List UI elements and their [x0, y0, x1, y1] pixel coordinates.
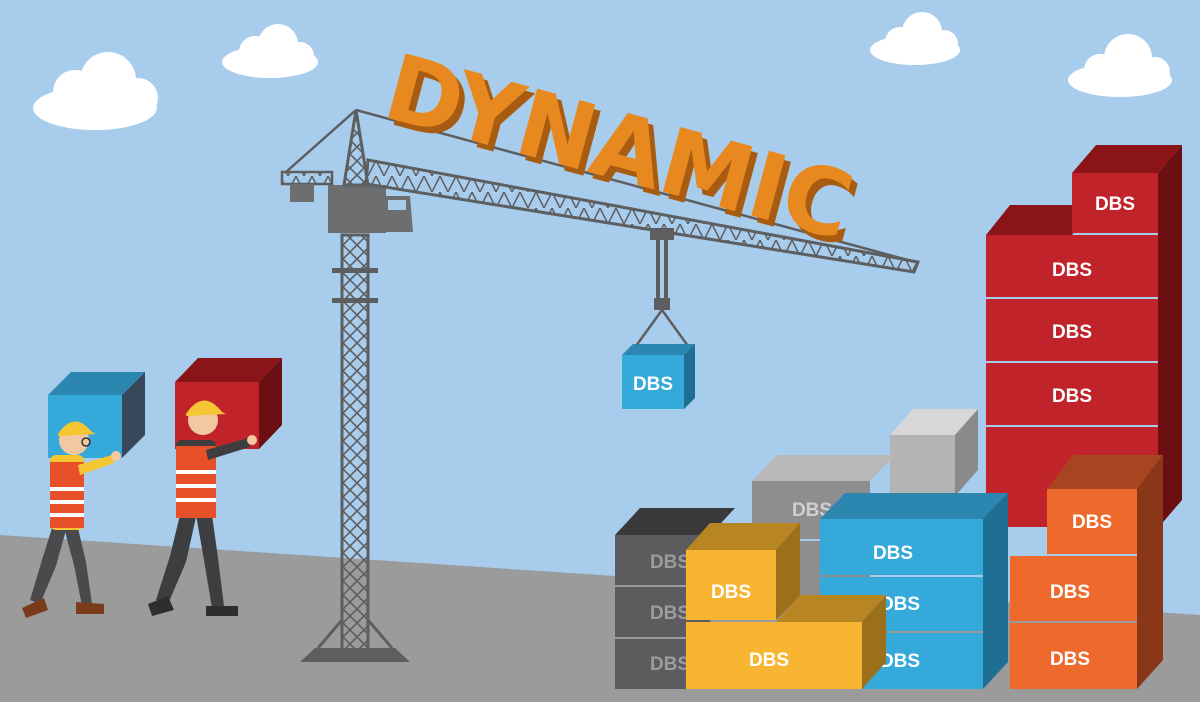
box-label: DBS [1052, 322, 1092, 343]
box-label: DBS [1050, 582, 1090, 603]
box-label: DBS [1052, 260, 1092, 281]
orange-stack: DBS DBS DBS [1010, 455, 1163, 689]
hard-hat-icon [58, 421, 96, 436]
box-label: DBS [650, 552, 690, 573]
box-label: DBS [1072, 512, 1112, 533]
box-label: DBS [880, 651, 920, 672]
box-label: DBS [711, 582, 751, 603]
cloud-icon [222, 24, 318, 78]
box-label: DBS [749, 650, 789, 671]
box-label: DBS [650, 654, 690, 675]
box-label: DBS [873, 543, 913, 564]
hanging-dbs-box: DBS [622, 344, 695, 409]
dbs-box-stacks: DBS DBS DBS DBS DBS DBS DBS DBS [615, 145, 1182, 689]
worker-icon [22, 372, 145, 618]
tower-crane-icon [280, 108, 921, 662]
yellow-stack: DBS DBS [686, 523, 886, 689]
box-label: DBS [792, 500, 832, 521]
box-label: DBS [633, 374, 673, 395]
cloud-icon [33, 52, 158, 130]
light-gray-box [890, 409, 978, 496]
hard-hat-icon [186, 400, 226, 416]
worker-icon [148, 358, 282, 616]
box-label: DBS [1050, 649, 1090, 670]
cloud-icon [1068, 34, 1172, 97]
box-label: DBS [650, 603, 690, 624]
cloud-icon [870, 12, 960, 65]
box-label: DBS [880, 594, 920, 615]
box-label: DBS [1095, 194, 1135, 215]
box-label: DBS [1052, 386, 1092, 407]
